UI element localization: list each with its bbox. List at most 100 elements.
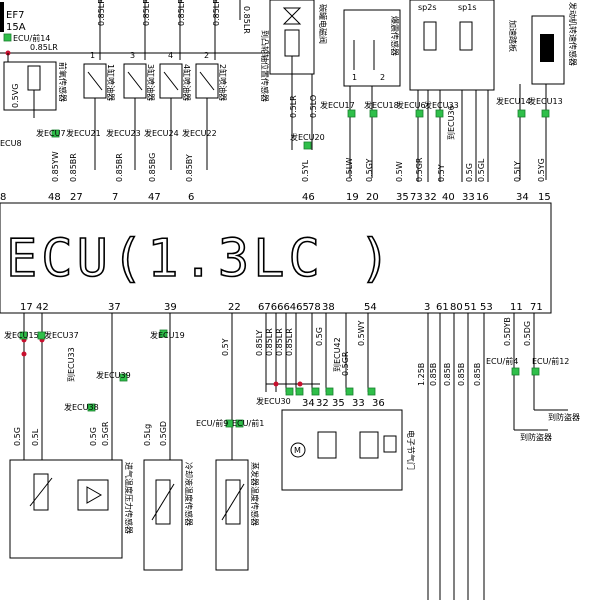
svg-text:78: 78 bbox=[308, 302, 321, 313]
svg-text:0.85LY: 0.85LY bbox=[255, 330, 264, 356]
svg-text:0.5Y: 0.5Y bbox=[437, 164, 446, 182]
engine-speed-sensor: 发动机转速传感器 bbox=[519, 2, 578, 180]
svg-text:0.5DYB: 0.5DYB bbox=[503, 317, 512, 346]
svg-text:0.85LR: 0.85LR bbox=[177, 0, 186, 26]
svg-text:0.5G: 0.5G bbox=[465, 163, 474, 182]
svg-text:2: 2 bbox=[204, 51, 209, 60]
throttle-pin-numbers: 34 32 35 33 36 bbox=[302, 398, 385, 409]
svg-text:发ECU37: 发ECU37 bbox=[44, 330, 79, 340]
to-immobilizer-2: 到防盗器 bbox=[520, 432, 552, 442]
svg-text:进气温度压力传感器: 进气温度压力传感器 bbox=[124, 462, 134, 534]
fuse-ef7: EF7 15A ECU/前14 0.85LR bbox=[0, 2, 270, 56]
fuse-connector bbox=[3, 33, 12, 42]
svg-text:0.5W: 0.5W bbox=[395, 161, 404, 182]
svg-text:27: 27 bbox=[70, 192, 83, 203]
svg-text:1缸喷油器: 1缸喷油器 bbox=[106, 64, 116, 101]
svg-text:7: 7 bbox=[112, 192, 118, 203]
svg-text:16: 16 bbox=[476, 192, 489, 203]
injector-1: 0.85LR 1 1缸喷油器 bbox=[83, 0, 116, 170]
svg-text:0.85YW: 0.85YW bbox=[51, 151, 60, 182]
to-ecu33: 到ECU33 bbox=[67, 347, 76, 382]
svg-text:0.5GR: 0.5GR bbox=[101, 421, 110, 446]
svg-text:到ECU36: 到ECU36 bbox=[447, 105, 456, 140]
svg-text:0.5GD: 0.5GD bbox=[159, 421, 168, 446]
svg-text:0.85LR: 0.85LR bbox=[142, 0, 151, 26]
top-ecu-connectors: ECU8 发ECU7 发ECU21 发ECU23 发ECU24 发ECU22 发… bbox=[0, 96, 563, 150]
svg-text:33: 33 bbox=[462, 192, 475, 203]
top-pin-numbers: 8 48 27 7 47 6 46 19 20 35 73 32 40 33 1… bbox=[0, 192, 551, 203]
accelerator-pedal: sp2s sp1s 加速踏板 到ECU36 bbox=[409, 0, 518, 182]
svg-text:发动机转速传感器: 发动机转速传感器 bbox=[568, 2, 578, 66]
svg-text:0.5L: 0.5L bbox=[31, 428, 40, 446]
svg-text:0.5Lg: 0.5Lg bbox=[143, 424, 152, 446]
svg-text:22: 22 bbox=[228, 302, 241, 313]
svg-text:发ECU13: 发ECU13 bbox=[528, 96, 563, 106]
svg-text:蒸发器温度传感器: 蒸发器温度传感器 bbox=[250, 462, 260, 526]
svg-text:80: 80 bbox=[450, 302, 463, 313]
svg-text:1: 1 bbox=[90, 51, 95, 60]
svg-text:发ECU21: 发ECU21 bbox=[66, 128, 101, 138]
svg-text:发ECU6: 发ECU6 bbox=[396, 100, 426, 110]
svg-text:35: 35 bbox=[332, 398, 345, 409]
svg-text:4缸喷油器: 4缸喷油器 bbox=[182, 64, 192, 101]
o2-sensor-label: 前氧传感器 bbox=[58, 62, 68, 102]
svg-text:3: 3 bbox=[130, 51, 135, 60]
svg-text:发ECU39: 发ECU39 bbox=[96, 370, 131, 380]
svg-text:8: 8 bbox=[0, 192, 6, 203]
to-immobilizer-1: 到防盗器 bbox=[548, 412, 580, 422]
svg-text:ECU/前1: ECU/前1 bbox=[232, 418, 264, 428]
svg-text:32: 32 bbox=[316, 398, 329, 409]
svg-text:发ECU19: 发ECU19 bbox=[150, 330, 185, 340]
svg-text:42: 42 bbox=[36, 302, 49, 313]
svg-text:37: 37 bbox=[108, 302, 121, 313]
injector-2: 0.85LR 2 2缸喷油器 bbox=[195, 0, 228, 170]
svg-text:0.85BR: 0.85BR bbox=[115, 153, 124, 182]
svg-text:0.85LR: 0.85LR bbox=[275, 328, 284, 356]
svg-text:0.5GR: 0.5GR bbox=[341, 351, 350, 376]
svg-text:46: 46 bbox=[302, 192, 315, 203]
ecu-label: ECU(1.3LC ) bbox=[6, 229, 394, 289]
svg-text:2: 2 bbox=[380, 73, 385, 82]
top-wire-labels: 0.85YW 0.85BR 0.85BR 0.85BG 0.85BY 0.5YL… bbox=[51, 151, 546, 182]
svg-text:发ECU15: 发ECU15 bbox=[4, 330, 39, 340]
svg-text:39: 39 bbox=[164, 302, 177, 313]
svg-text:M: M bbox=[294, 446, 301, 455]
svg-text:0.85BG: 0.85BG bbox=[148, 153, 157, 182]
svg-text:发ECU18: 发ECU18 bbox=[364, 100, 399, 110]
svg-text:0.5G: 0.5G bbox=[13, 427, 22, 446]
svg-text:0.85LR: 0.85LR bbox=[265, 328, 274, 356]
front-o2-sensor: 0.5VG 前氧传感器 bbox=[3, 53, 68, 118]
svg-text:发ECU17: 发ECU17 bbox=[320, 100, 355, 110]
svg-text:4: 4 bbox=[168, 51, 173, 60]
svg-text:0.5YL: 0.5YL bbox=[301, 159, 310, 182]
svg-text:0.85B: 0.85B bbox=[457, 363, 466, 386]
svg-text:冷却液温度传感器: 冷却液温度传感器 bbox=[184, 462, 194, 526]
svg-text:0.5Y: 0.5Y bbox=[221, 338, 230, 356]
bottom-wires bbox=[21, 313, 568, 600]
svg-text:ECU/前9: ECU/前9 bbox=[196, 418, 228, 428]
fuse-rating: 15A bbox=[6, 22, 26, 33]
svg-text:ECU/前12: ECU/前12 bbox=[532, 356, 569, 366]
svg-text:爆震传感器: 爆震传感器 bbox=[390, 16, 400, 56]
svg-text:发ECU33: 发ECU33 bbox=[424, 100, 459, 110]
pedal-sp1s: sp1s bbox=[458, 3, 477, 12]
svg-text:到凸轮轴位置传感器: 到凸轮轴位置传感器 bbox=[260, 30, 270, 102]
svg-text:6: 6 bbox=[188, 192, 194, 203]
to-ecu42: 到ECU42 bbox=[333, 337, 342, 372]
svg-text:53: 53 bbox=[480, 302, 493, 313]
svg-text:发ECU14: 发ECU14 bbox=[496, 96, 531, 106]
svg-text:34: 34 bbox=[302, 398, 315, 409]
svg-text:发ECU24: 发ECU24 bbox=[144, 128, 179, 138]
svg-text:0.5YG: 0.5YG bbox=[537, 158, 546, 182]
svg-text:碳罐电磁阀: 碳罐电磁阀 bbox=[318, 4, 328, 44]
svg-text:33: 33 bbox=[352, 398, 365, 409]
svg-text:0.85B: 0.85B bbox=[443, 363, 452, 386]
svg-text:15: 15 bbox=[538, 192, 551, 203]
svg-text:40: 40 bbox=[442, 192, 455, 203]
svg-text:0.85B: 0.85B bbox=[473, 363, 482, 386]
svg-text:51: 51 bbox=[464, 302, 477, 313]
svg-text:发ECU38: 发ECU38 bbox=[64, 402, 99, 412]
svg-text:发ECU20: 发ECU20 bbox=[290, 132, 325, 142]
svg-text:67666465: 67666465 bbox=[258, 302, 309, 313]
